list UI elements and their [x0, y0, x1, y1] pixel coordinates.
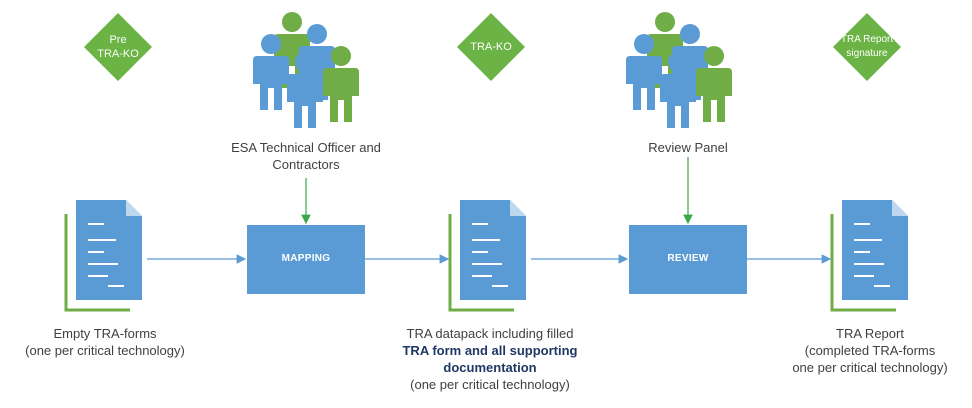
people-group-icon [253, 12, 359, 128]
report-label: TRA Report (completed TRA-forms one per … [770, 325, 970, 376]
document-stack-icon [64, 198, 144, 312]
review-label: REVIEW [667, 253, 709, 264]
datapack-bold-line1: TRA form and all supporting [402, 343, 578, 358]
datapack-title: TRA datapack including filled [406, 326, 574, 341]
review-process-box [629, 225, 747, 294]
actor-label-esa-to: ESA Technical Officer and Contractors [231, 140, 381, 172]
datapack-note: (one per critical technology) [410, 377, 570, 392]
document-stack-icon [448, 198, 528, 312]
datapack-bold-line2: documentation [443, 360, 537, 375]
milestone-diamond-report-signature [833, 13, 901, 81]
milestone-diamond-tra-ko [457, 13, 525, 81]
milestone-label-tra-ko: TRA-KO [470, 41, 512, 53]
milestone-label-pre-tra-ko: Pre TRA-KO [97, 34, 139, 60]
report-note-1: (completed TRA-forms [804, 343, 936, 358]
empty-forms-label: Empty TRA-forms (one per critical techno… [0, 325, 210, 359]
milestone-diamond-pre-tra-ko [84, 13, 152, 81]
people-group-icon [626, 12, 732, 128]
mapping-process-box [247, 225, 365, 294]
report-title: TRA Report [836, 326, 904, 341]
report-note-2: one per critical technology) [792, 360, 948, 375]
document-stack-icon [830, 198, 910, 312]
empty-forms-note: (one per critical technology) [25, 343, 185, 358]
empty-forms-title: Empty TRA-forms [53, 326, 157, 341]
actor-label-review-panel: Review Panel [648, 140, 728, 155]
mapping-label: MAPPING [281, 253, 331, 264]
datapack-label: TRA datapack including filled TRA form a… [370, 325, 610, 393]
milestone-label-report-signature: TRA Report signature [840, 34, 894, 59]
